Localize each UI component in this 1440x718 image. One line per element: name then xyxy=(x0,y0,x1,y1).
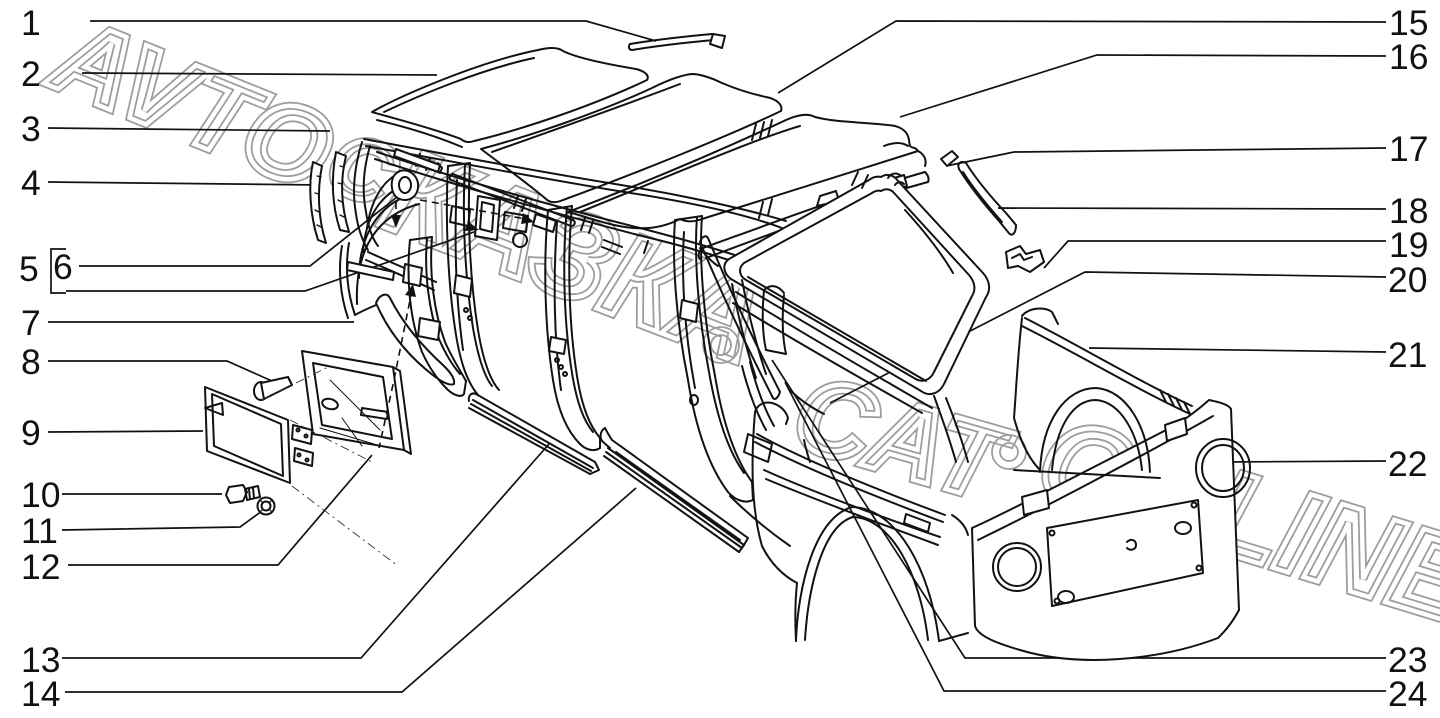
svg-text:21: 21 xyxy=(1388,335,1428,375)
svg-text:10: 10 xyxy=(21,475,61,515)
svg-text:11: 11 xyxy=(21,511,58,551)
svg-text:16: 16 xyxy=(1389,37,1429,77)
svg-text:7: 7 xyxy=(21,303,41,343)
svg-text:8: 8 xyxy=(21,342,41,382)
svg-text:19: 19 xyxy=(1389,225,1429,265)
svg-text:2: 2 xyxy=(21,54,41,94)
svg-text:5: 5 xyxy=(19,249,39,289)
svg-text:20: 20 xyxy=(1388,260,1428,300)
svg-text:1: 1 xyxy=(21,3,41,43)
svg-text:24: 24 xyxy=(1388,674,1428,714)
svg-text:12: 12 xyxy=(21,547,61,587)
svg-text:18: 18 xyxy=(1389,191,1429,231)
svg-text:9: 9 xyxy=(21,413,41,453)
svg-text:6: 6 xyxy=(53,247,73,287)
svg-text:17: 17 xyxy=(1389,129,1429,169)
svg-text:4: 4 xyxy=(21,163,41,203)
svg-text:3: 3 xyxy=(21,109,41,149)
svg-text:23: 23 xyxy=(1388,640,1428,680)
svg-text:13: 13 xyxy=(21,640,61,680)
svg-text:14: 14 xyxy=(21,674,61,714)
svg-text:15: 15 xyxy=(1389,3,1429,43)
svg-text:22: 22 xyxy=(1388,444,1428,484)
